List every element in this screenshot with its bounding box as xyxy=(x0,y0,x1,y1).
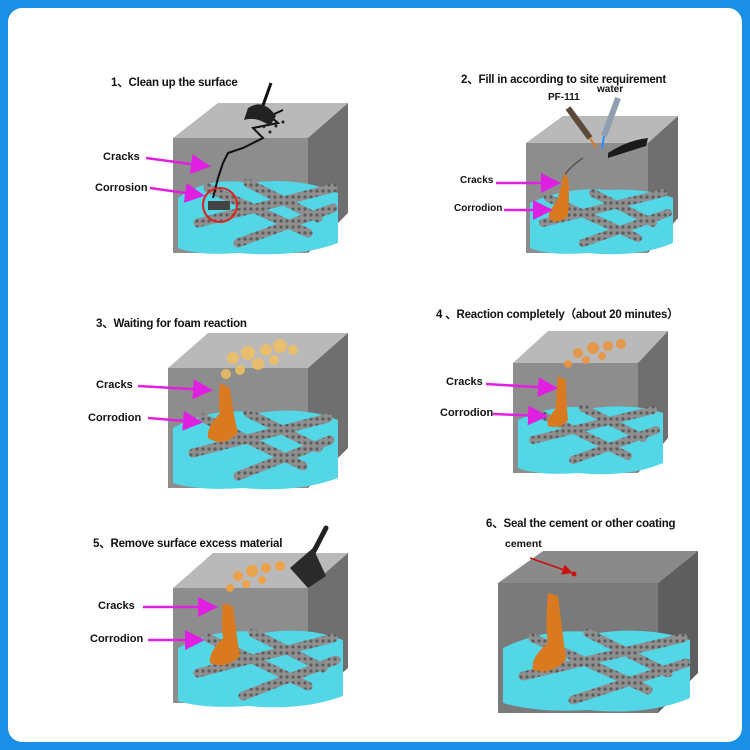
step-4-corrosion-label: Corrodion xyxy=(440,407,494,419)
step-2-block xyxy=(496,96,678,255)
process-diagram xyxy=(137,82,698,713)
step-3-corrosion-label: Corrodion xyxy=(88,412,142,424)
step-5-title: 5、Remove surface excess material xyxy=(93,538,283,550)
water-nozzle-icon xyxy=(601,96,621,149)
step-3-cracks-label: Cracks xyxy=(96,379,133,391)
step-2-water-label: water xyxy=(597,84,624,95)
broom-icon xyxy=(244,82,285,134)
step-1-title: 1、Clean up the surface xyxy=(111,77,238,89)
step-3-block xyxy=(137,333,348,490)
step-4-title: 4 、Reaction completely（about 20 minutes） xyxy=(436,309,679,321)
pf-nozzle-icon xyxy=(565,106,597,149)
step-2-title: 2、Fill in according to site requirement xyxy=(461,74,666,86)
step-1-block xyxy=(145,82,348,255)
step-1-corrosion-label: Corrosion xyxy=(95,182,148,194)
step-4-block xyxy=(485,331,668,475)
step-6-title: 6、Seal the cement or other coating xyxy=(486,518,676,530)
step-5-corrosion-label: Corrodion xyxy=(90,633,144,645)
step-5-block xyxy=(143,525,348,708)
step-2-corrosion-label: Corrodion xyxy=(454,203,503,214)
diagram-frame: 1、Clean up the surface 2、Fill in accordi… xyxy=(8,8,742,742)
step-2-cracks-label: Cracks xyxy=(460,175,494,186)
step-5-cracks-label: Cracks xyxy=(98,600,135,612)
step-6-block xyxy=(498,551,698,713)
step-3-title: 3、Waiting for foam reaction xyxy=(96,318,247,330)
trowel-icon xyxy=(290,525,329,588)
step-1-cracks-label: Cracks xyxy=(103,151,140,163)
step-2-pf-label: PF-111 xyxy=(548,92,580,103)
step-6-cement-label: cement xyxy=(505,538,542,550)
step-4-cracks-label: Cracks xyxy=(446,376,483,388)
